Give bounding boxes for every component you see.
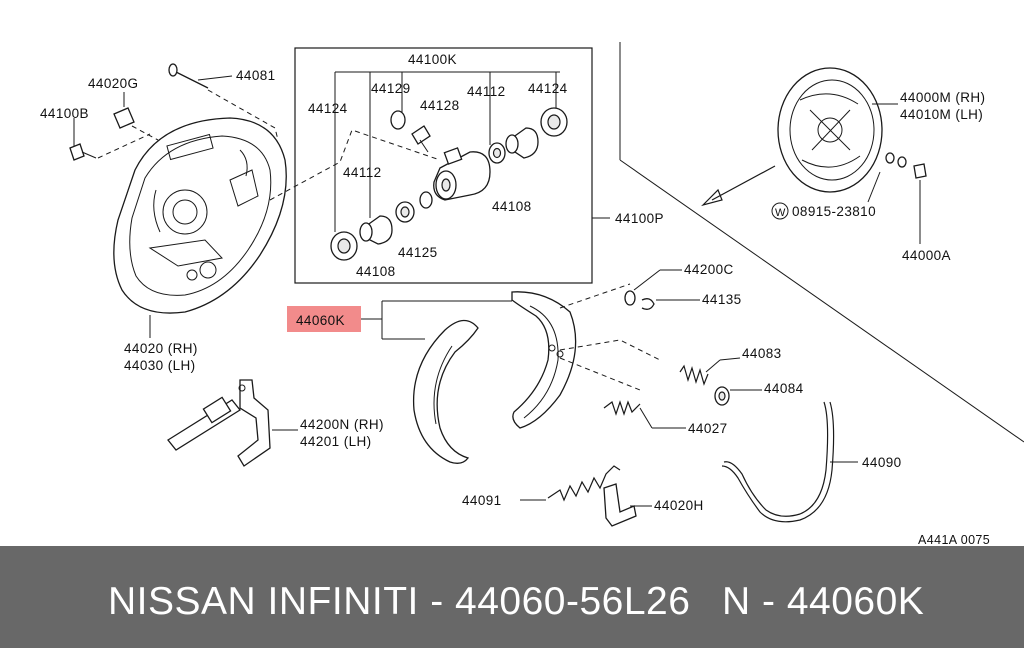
- label-44112-right: 44112: [467, 84, 506, 99]
- brake-shoe-front: [412, 319, 479, 464]
- label-44200N-rh: 44200N (RH): [300, 417, 384, 432]
- grommet-44020G: [113, 107, 135, 129]
- label-44000A: 44000A: [902, 248, 951, 263]
- cable-44090: [721, 401, 835, 523]
- bolt-44100B: [69, 143, 97, 161]
- label-44128: 44128: [420, 98, 460, 113]
- clip-44135: [641, 298, 655, 310]
- label-44020-rh: 44020 (RH): [124, 341, 198, 356]
- brake-assembly-diagram: 44100K 44124 44129 44128 44112 44124 441…: [40, 42, 1024, 546]
- bleeder-screw: [411, 125, 431, 153]
- piston-right: [505, 127, 539, 159]
- wheel-cylinder: [433, 147, 491, 201]
- brand-part-number: NISSAN INFINITI - 44060-56L26: [108, 580, 691, 623]
- clip-44020H: [603, 483, 637, 527]
- bolt-44081: [168, 63, 209, 89]
- label-44129: 44129: [371, 81, 411, 96]
- label-44060K: 44060K: [296, 313, 345, 328]
- label-44125: 44125: [398, 245, 438, 260]
- label-44000M-rh: 44000M (RH): [900, 90, 985, 105]
- spring-44091: [547, 465, 621, 502]
- highlight-44060K: [287, 306, 361, 332]
- label-44091: 44091: [462, 493, 502, 508]
- label-44100K: 44100K: [408, 52, 457, 67]
- label-44081: 44081: [236, 68, 276, 83]
- washer-08915: [885, 152, 907, 168]
- diagram-code: A441A 0075: [918, 533, 990, 546]
- adjuster-44200C: [624, 290, 636, 306]
- label-44030-lh: 44030 (LH): [124, 358, 196, 373]
- label-44124-left: 44124: [308, 101, 348, 116]
- label-08915-prefix: W: [775, 207, 786, 219]
- label-44020H: 44020H: [654, 498, 704, 513]
- label-44201-lh: 44201 (LH): [300, 434, 372, 449]
- label-44083: 44083: [742, 346, 782, 361]
- label-44027: 44027: [688, 421, 728, 436]
- wheel-cylinder-kit-box: [294, 47, 593, 284]
- spring-44083: [679, 364, 709, 386]
- label-44100P: 44100P: [615, 211, 664, 226]
- brake-shoe-rear: [511, 291, 577, 429]
- backing-plate: [113, 117, 287, 314]
- boot-left: [330, 231, 358, 261]
- label-44090: 44090: [862, 455, 902, 470]
- parking-brake-lever: [167, 379, 271, 467]
- label-44100B: 44100B: [40, 106, 89, 121]
- piston-left: [359, 215, 393, 245]
- label-44112-left: 44112: [343, 165, 382, 180]
- bleeder-cap: [390, 110, 406, 130]
- alt-part-number: N - 44060K: [722, 580, 925, 623]
- label-44108-right: 44108: [492, 199, 532, 214]
- label-44124-right: 44124: [528, 81, 568, 96]
- bolt-44000A: [913, 163, 927, 179]
- washer-symbol-icon: [771, 202, 789, 220]
- boot-right: [540, 107, 568, 137]
- label-44135: 44135: [702, 292, 742, 307]
- label-44010M-lh: 44010M (LH): [900, 107, 983, 122]
- piston-cup-right: [488, 142, 506, 164]
- spring-44027: [603, 400, 641, 416]
- label-44108-left: 44108: [356, 264, 396, 279]
- label-44200C: 44200C: [684, 262, 734, 277]
- piston-cup-left: [395, 191, 433, 223]
- brake-assembly-small: [777, 67, 883, 193]
- footer-banner: NISSAN INFINITI - 44060-56L26 N - 44060K: [0, 546, 1024, 648]
- retainer-44084: [714, 386, 730, 406]
- label-08915-23810: 08915-23810: [792, 204, 876, 219]
- label-44020G: 44020G: [88, 76, 138, 91]
- label-44084: 44084: [764, 381, 804, 396]
